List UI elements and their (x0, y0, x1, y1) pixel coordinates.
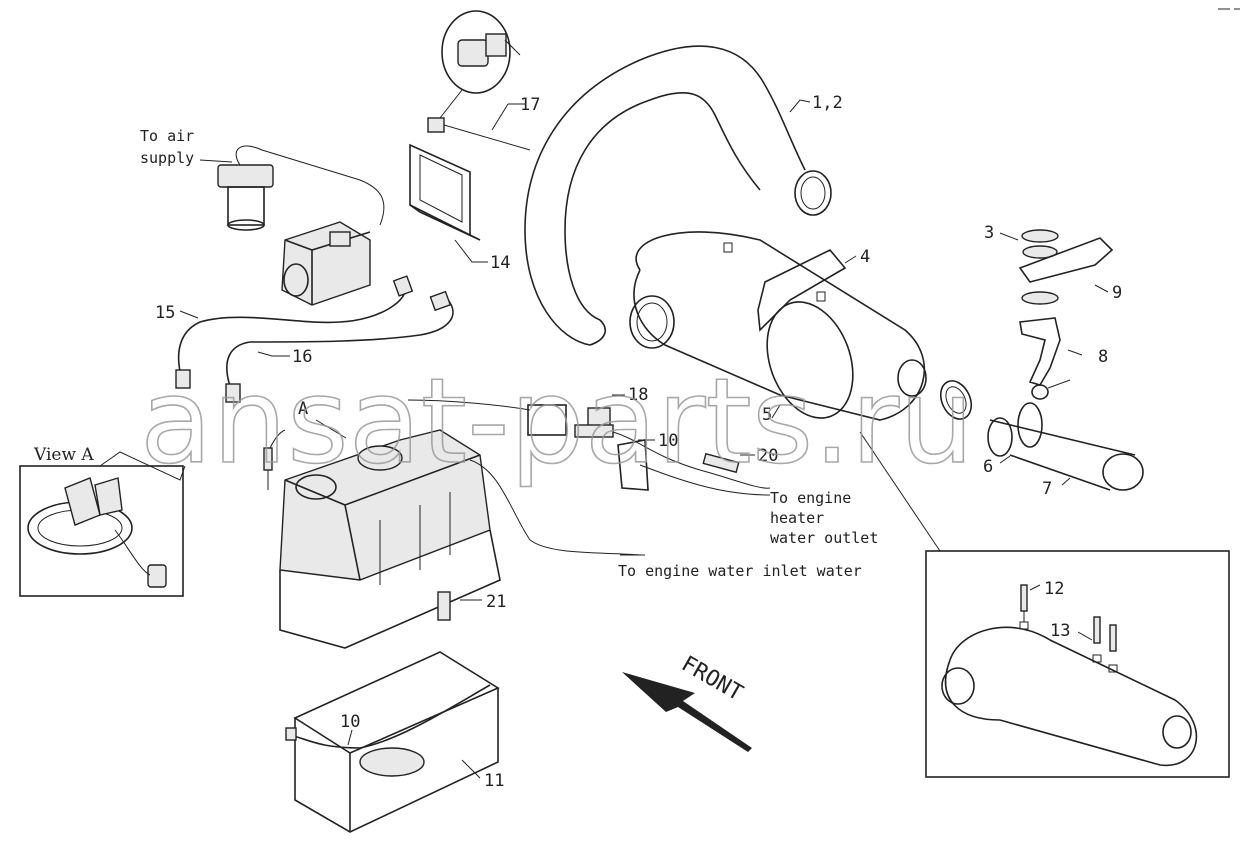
inset-muffler (941, 626, 1198, 767)
callout-18: 18 (628, 385, 648, 405)
valve-part-18 (407, 399, 771, 489)
callout-11: 11 (484, 771, 504, 791)
exhaust-pipe-part-1-2 (524, 45, 832, 346)
callout-17: 17 (520, 95, 540, 115)
clamp-bracket-part-8 (1019, 317, 1071, 400)
note-air-line1: To air (140, 127, 194, 145)
inset-sensor-box (925, 550, 1230, 778)
callout-8: 8 (1098, 347, 1108, 367)
front-label: FRONT (677, 652, 747, 707)
inlet-hose (469, 459, 645, 556)
callout-13: 13 (1050, 621, 1070, 641)
bracket-part-14 (409, 143, 481, 241)
view-a-detail (27, 477, 167, 588)
inset-leader (859, 431, 941, 552)
bracket-part-9 (1018, 237, 1114, 283)
front-arrow: FRONT (622, 652, 752, 752)
note-air-line2: supply (140, 149, 194, 167)
callout-10-valve: 10 (658, 431, 678, 451)
note-heater-line3: water outlet (770, 529, 878, 547)
clamp-part-6 (939, 380, 1043, 448)
callout-4: 4 (860, 247, 870, 267)
hose-part-20 (639, 452, 771, 496)
note-inlet: To engine water inlet water (618, 562, 862, 580)
tank-part-21 (279, 429, 501, 649)
air-supply-filter (217, 145, 385, 231)
callout-12: 12 (1044, 579, 1064, 599)
callout-20: 20 (758, 446, 778, 466)
callout-16: 16 (292, 347, 312, 367)
sensor-part-12 (1019, 584, 1029, 630)
temperature-sensor (263, 429, 286, 490)
washers-part-3 (1021, 229, 1059, 305)
strap-part-10 (285, 684, 491, 749)
watermark: ansat-parts.ru (140, 352, 974, 490)
note-heater-line1: To engine (770, 489, 851, 507)
muffler-part-5 (629, 231, 927, 421)
sensor-part-17 (427, 10, 531, 151)
note-heater-line2: heater (770, 509, 824, 527)
callout-21: 21 (486, 592, 506, 612)
view-a-box (19, 465, 184, 597)
callout-10-strap: 10 (340, 712, 360, 732)
view-a-title: View A (33, 445, 94, 465)
callout-6: 6 (983, 457, 993, 477)
callout-1-2: 1,2 (812, 93, 843, 113)
tail-pipe-part-7 (987, 417, 1144, 491)
callout-5: 5 (762, 405, 772, 425)
pump-motor (281, 221, 371, 306)
callout-7: 7 (1042, 479, 1052, 499)
harness-part-15 (175, 275, 414, 389)
sensor-part-13 (1092, 616, 1118, 673)
callout-9: 9 (1112, 283, 1122, 303)
bracket-part-10-valve (617, 439, 649, 491)
callout-a: A (298, 399, 308, 419)
leader-lines (179, 99, 1109, 779)
callout-3: 3 (984, 223, 994, 243)
notes: To air supply To engine heater water out… (140, 127, 878, 580)
tray-part-11 (293, 651, 500, 833)
callout-labels: 1,2 17 14 4 3 9 8 5 6 7 15 16 A 18 10 20… (155, 93, 1122, 791)
bracket-part-4 (757, 249, 847, 332)
harness-part-16 (225, 290, 454, 403)
callout-14: 14 (490, 253, 510, 273)
callout-15: 15 (155, 303, 175, 323)
view-a-pointer (99, 451, 186, 481)
